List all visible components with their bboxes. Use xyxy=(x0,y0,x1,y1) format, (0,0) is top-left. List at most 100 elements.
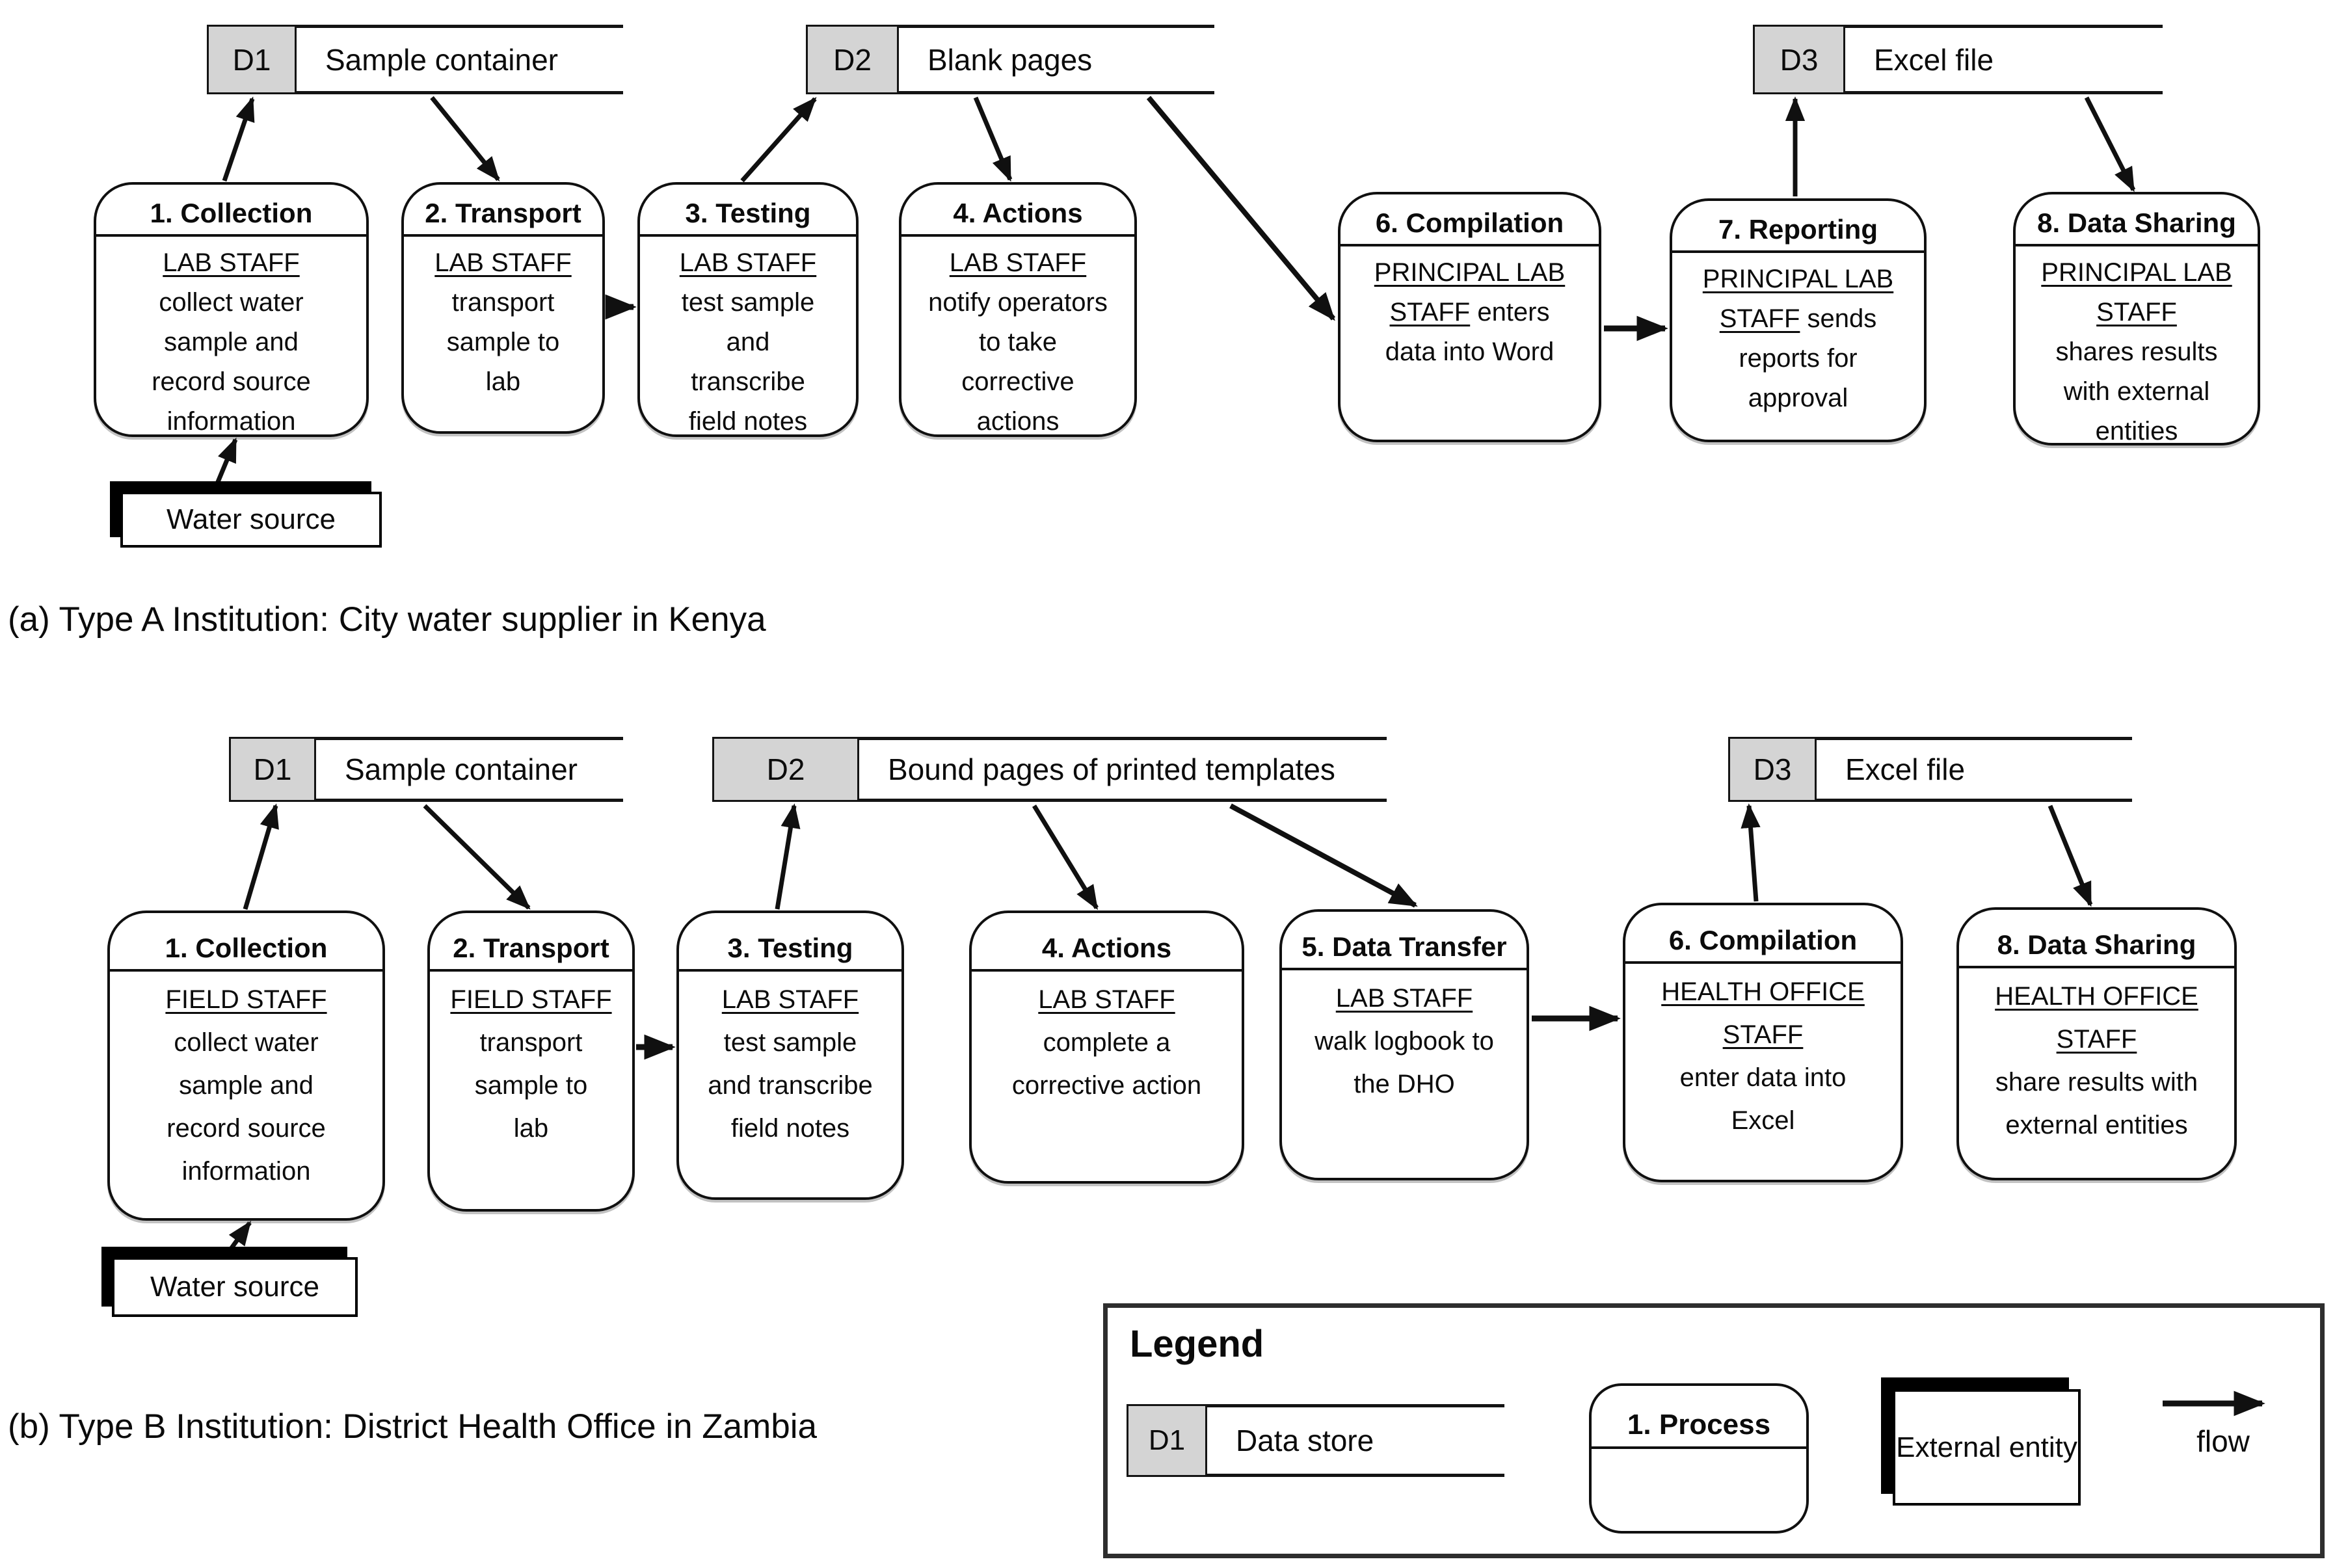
process-text: enters xyxy=(1470,298,1550,326)
data-store-label: Bound pages of printed templates xyxy=(888,752,1335,786)
process-text-line: transport xyxy=(430,1021,632,1064)
process-text: information xyxy=(167,407,296,436)
process-text-line: collect water xyxy=(110,1021,382,1064)
legend-data-store-label: Data store xyxy=(1236,1424,1374,1457)
process-title: 1. Collection xyxy=(110,913,382,972)
process-text: collect water xyxy=(174,1028,319,1057)
flow-a-d2-to-actions xyxy=(973,96,1013,182)
process-text-line: external entities xyxy=(1959,1104,2234,1147)
process-text: record source xyxy=(152,367,311,396)
process-text: lab xyxy=(513,1114,549,1143)
process-text: test sample xyxy=(723,1028,857,1057)
process-text-line: lab xyxy=(430,1107,632,1150)
process-text: data into Word xyxy=(1385,338,1554,366)
process-text: complete a xyxy=(1043,1028,1171,1057)
process-body: PRINCIPAL LAB STAFF shares results with ext… xyxy=(2016,246,2258,451)
actor-name: HEALTH OFFICE xyxy=(1661,977,1865,1006)
process-text-line: HEALTH OFFICE xyxy=(1959,975,2234,1018)
process-text: lab xyxy=(485,367,521,396)
process-text-line: information xyxy=(96,402,366,442)
actor-name: LAB STAFF xyxy=(1038,985,1175,1014)
process-text: walk logbook to xyxy=(1314,1027,1494,1056)
actor-name: LAB STAFF xyxy=(679,248,817,277)
caption-section-b: (b) Type B Institution: District Health … xyxy=(8,1407,818,1446)
data-store-tag: D3 xyxy=(1728,737,1817,802)
process-text-line: PRINCIPAL LAB xyxy=(2016,253,2258,293)
process-text-line: sample to xyxy=(404,323,602,362)
process-text: transport xyxy=(451,288,555,317)
process-text-line: actions xyxy=(901,402,1134,442)
process-text: sample to xyxy=(446,328,560,356)
flow-b-d2-to-data-transfer xyxy=(1229,803,1418,908)
process-text-line: record source xyxy=(110,1107,382,1150)
actor-name: STAFF xyxy=(2096,298,2177,326)
actor-name: STAFF xyxy=(2056,1025,2137,1054)
process-text-line: HEALTH OFFICE xyxy=(1625,970,1901,1013)
data-store-label: Blank pages xyxy=(927,42,1093,77)
process-text-line: reports for xyxy=(1672,339,1924,379)
data-store-label: Sample container xyxy=(325,42,558,77)
process-title: 4. Actions xyxy=(972,913,1242,972)
process-text: Excel xyxy=(1731,1106,1795,1135)
actor-name: STAFF xyxy=(1719,304,1800,333)
process-text: entities xyxy=(2095,417,2178,445)
process-text-line: FIELD STAFF xyxy=(430,978,632,1021)
process-text-line: to take xyxy=(901,323,1134,362)
process-text-line: notify operators xyxy=(901,283,1134,323)
actor-name: PRINCIPAL LAB xyxy=(1374,258,1566,287)
process-text-line: the DHO xyxy=(1282,1063,1527,1106)
process-text-line: complete a xyxy=(972,1021,1242,1064)
process-text: reports for xyxy=(1739,344,1858,373)
process-text-line: LAB STAFF xyxy=(96,243,366,283)
process-body: FIELD STAFF transport sample to lab xyxy=(430,972,632,1150)
legend-data-store-tag: D1 xyxy=(1127,1404,1207,1477)
process-title: 4. Actions xyxy=(901,185,1134,237)
process-text: sample to xyxy=(474,1071,588,1100)
process-text-line: record source xyxy=(96,362,366,402)
process-text-line: field notes xyxy=(640,402,856,442)
process-text: sends xyxy=(1800,304,1877,333)
process-text-line: test sample xyxy=(640,283,856,323)
process-text: collect water xyxy=(159,288,304,317)
process-text-line: corrective xyxy=(901,362,1134,402)
process-text-line: lab xyxy=(404,362,602,402)
data-store-label: Sample container xyxy=(345,752,578,786)
process-text-line: transport xyxy=(404,283,602,323)
actor-name: LAB STAFF xyxy=(163,248,300,277)
process-text-line: LAB STAFF xyxy=(901,243,1134,283)
process-text: transcribe xyxy=(691,367,805,396)
process-text: external entities xyxy=(2005,1111,2188,1139)
actor-name: LAB STAFF xyxy=(949,248,1087,277)
process-text: field notes xyxy=(688,407,808,436)
process-text-line: sample and xyxy=(110,1064,382,1107)
legend-title: Legend xyxy=(1130,1323,1264,1365)
process-text-line: enter data into xyxy=(1625,1056,1901,1099)
process-title: 7. Reporting xyxy=(1672,201,1924,253)
process-text-line: STAFF sends xyxy=(1672,299,1924,339)
process-text: transport xyxy=(479,1028,583,1057)
process-text: information xyxy=(181,1157,311,1186)
process-text-line: shares results xyxy=(2016,332,2258,372)
process-text: with external xyxy=(2063,377,2210,406)
flow-a-testing-to-d2 xyxy=(740,97,817,183)
process-text-line: PRINCIPAL LAB xyxy=(1672,259,1924,299)
legend-process-glyph: 1. Process xyxy=(1589,1383,1809,1534)
